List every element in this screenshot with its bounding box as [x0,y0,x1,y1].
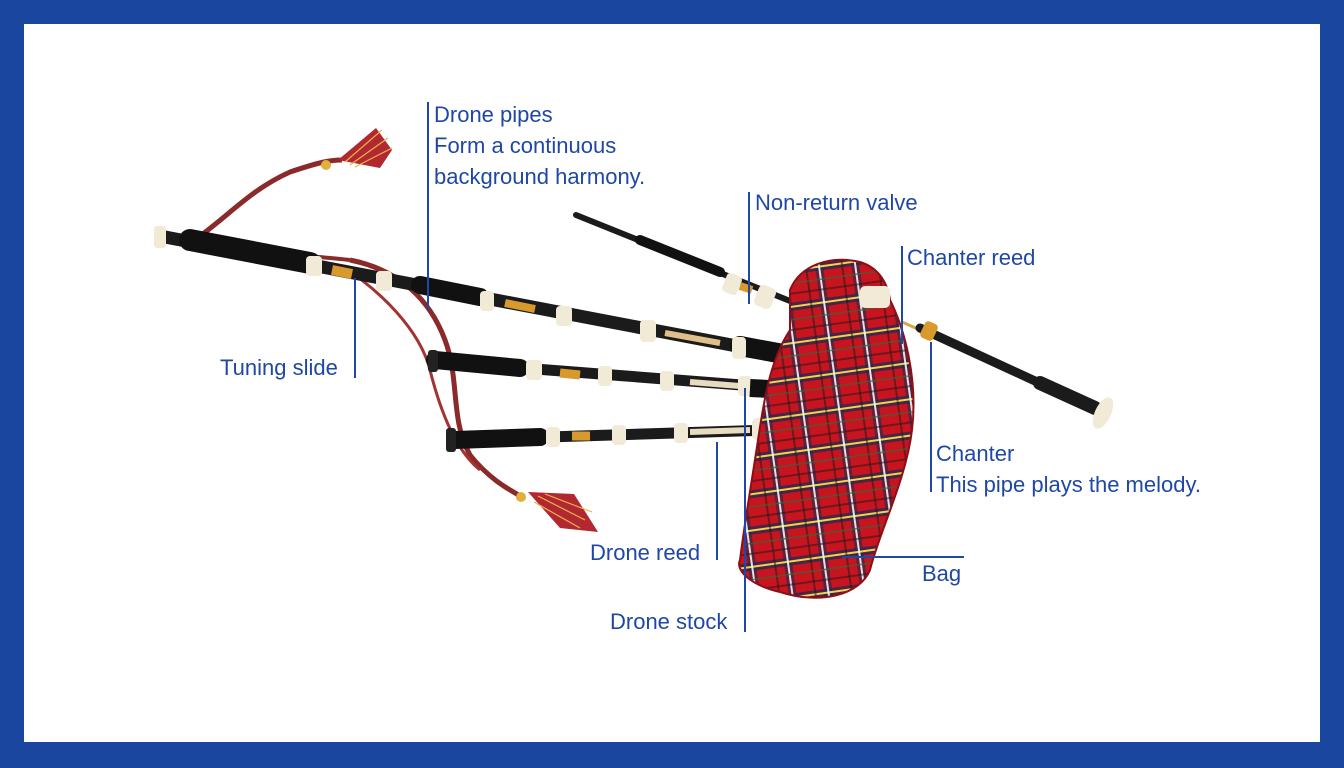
label-non-return-valve: Non-return valve [755,187,918,218]
non-return-valve-text: Non-return valve [755,187,918,218]
bass-drone [154,226,810,360]
drone-pipes-title: Drone pipes [434,99,645,130]
tuning-slide-text: Tuning slide [220,352,338,383]
leader-tuning-slide [354,278,356,378]
cord-with-tassels [192,160,526,502]
bag-text: Bag [922,558,961,589]
drone-pipes-desc-2: background harmony. [434,161,645,192]
leader-chanter-reed [901,246,903,344]
label-drone-pipes: Drone pipes Form a continuous background… [434,99,645,192]
bottom-tassel [528,492,598,532]
leader-drone-stock [744,388,746,632]
chanter-pipe [902,320,1117,432]
diagram-canvas: Drone pipes Form a continuous background… [24,24,1320,742]
drone-pipes-desc-1: Form a continuous [434,130,645,161]
leader-bag [842,556,964,558]
label-chanter-reed: Chanter reed [907,242,1035,273]
leader-chanter [930,342,932,492]
drone-stock-text: Drone stock [610,606,727,637]
chanter-title: Chanter [936,438,1201,469]
label-chanter: Chanter This pipe plays the melody. [936,438,1201,500]
blowpipe [576,215,800,311]
top-tassel [338,128,392,168]
label-tuning-slide: Tuning slide [220,352,338,383]
tenor-drone-2 [446,418,770,452]
tartan-bag [739,260,913,598]
label-bag: Bag [922,558,961,589]
leader-drone-reed [716,442,718,560]
leader-non-return-valve [748,192,750,304]
leader-drone-pipes [427,102,429,310]
chanter-desc: This pipe plays the melody. [936,469,1201,500]
label-drone-stock: Drone stock [610,606,727,637]
chanter-reed-text: Chanter reed [907,242,1035,273]
label-drone-reed: Drone reed [590,537,700,568]
drone-reed-text: Drone reed [590,537,700,568]
